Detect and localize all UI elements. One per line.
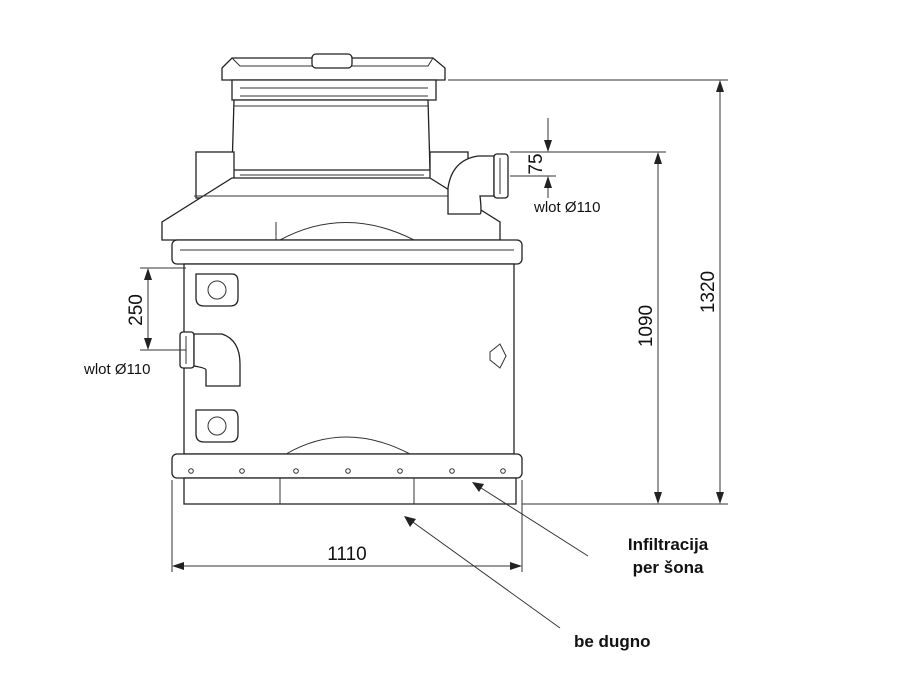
dimension-inlet-offset (140, 267, 186, 351)
lower-flange (171, 436, 523, 479)
total-height-label: 1320 (698, 271, 719, 313)
body-height-label: 1090 (636, 305, 657, 347)
dimension-outlet-offset (510, 118, 556, 198)
inlet-pipe (179, 331, 241, 387)
dimension-width (171, 480, 523, 572)
dimension-height-body (510, 151, 666, 504)
infiltration-label-line1: Infiltracija (628, 535, 709, 554)
base-skirt (183, 477, 517, 505)
inlet-label: wlot Ø110 (83, 361, 150, 378)
outlet-offset-label: 75 (526, 153, 547, 174)
dimension-height-total (448, 79, 728, 505)
tank-lid (221, 53, 446, 101)
no-bottom-label: be dugno (574, 632, 650, 651)
inlet-offset-label: 250 (126, 294, 147, 326)
outlet-pipe (447, 153, 509, 215)
callout-arrows (404, 482, 589, 629)
outlet-label: wlot Ø110 (533, 199, 600, 216)
infiltration-label-line2: per šona (633, 558, 704, 577)
width-dimension-label: 1110 (327, 544, 366, 565)
